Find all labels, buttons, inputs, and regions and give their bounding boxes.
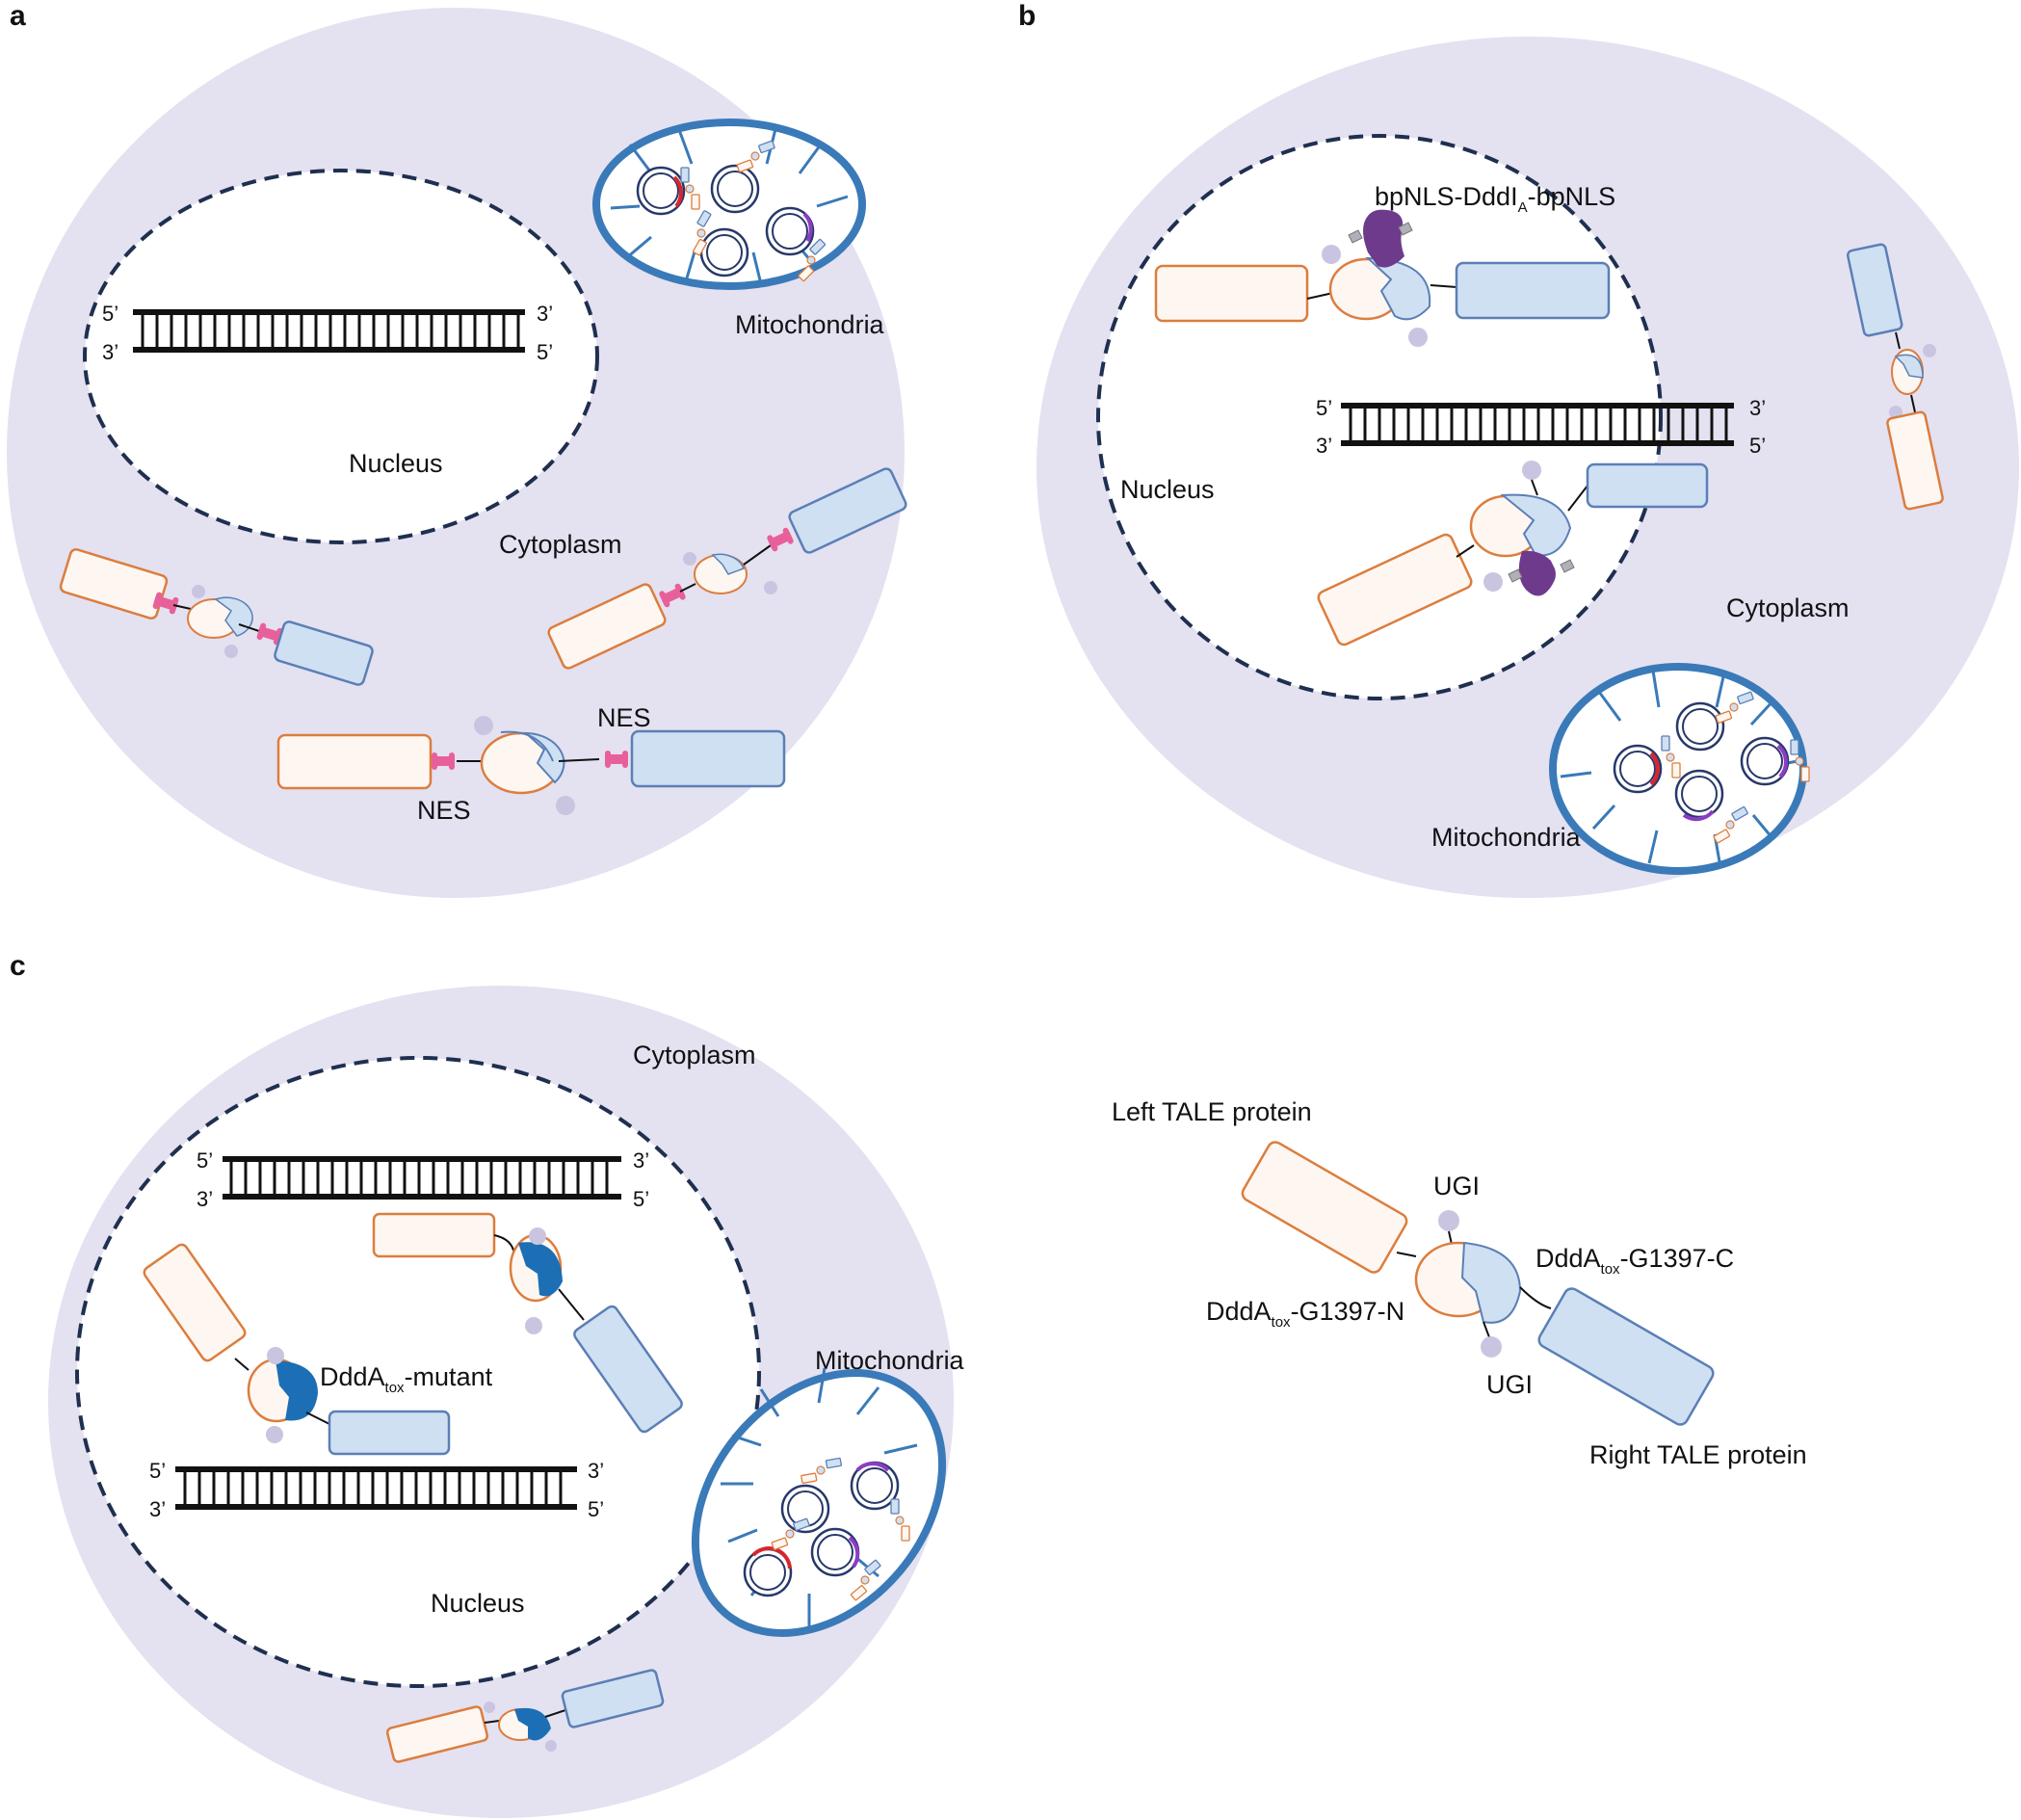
cytoplasm-label-a: Cytoplasm: [499, 530, 622, 559]
cytoplasm-label-c: Cytoplasm: [633, 1041, 756, 1069]
dna-duplex-b: [1341, 403, 1734, 446]
legend-ddda-n-prefix: DddA: [1206, 1297, 1272, 1326]
legend-left-tale-label: Left TALE protein: [1112, 1097, 1312, 1126]
legend-ddda-n-suffix: -G1397-N: [1291, 1297, 1405, 1326]
panel-a: a 5’ 3’ 3’ 5’ Nucleus Cytoplasm Mitochon…: [7, 0, 907, 898]
legend-right-tale-label: Right TALE protein: [1589, 1440, 1807, 1469]
dna-label-5-c2: 5’: [149, 1459, 166, 1483]
dna-duplex-c-bottom: [175, 1466, 577, 1510]
legend-ugi-bottom: [1481, 1336, 1502, 1358]
nes-label-right-a: NES: [597, 703, 651, 732]
legend-ddda-n-label: DddAtox-G1397-N: [1206, 1297, 1404, 1331]
dna-label-5r-c2: 5’: [588, 1497, 604, 1521]
mitochondria-label-b: Mitochondria: [1431, 823, 1582, 852]
dna-duplex-a: [133, 309, 525, 353]
bpnls-suffix: -bpNLS: [1528, 182, 1616, 211]
dna-label-5r-b: 5’: [1749, 434, 1766, 458]
dna-label-3-a: 3’: [102, 340, 118, 364]
dna-label-5-a: 5’: [102, 302, 118, 326]
legend-ddda-c-half: [1460, 1241, 1522, 1324]
bpnls-prefix: bpNLS-DddI: [1375, 182, 1518, 211]
legend-ddda-c-label: DddAtox-G1397-C: [1535, 1244, 1734, 1278]
legend-construct: [1241, 1141, 1715, 1426]
mitochondria-label-a: Mitochondria: [735, 310, 885, 339]
tale-ddda-construct-b1: [1154, 209, 1611, 347]
legend-right-tale-box: [1537, 1287, 1715, 1426]
dna-label-3-c2: 3’: [149, 1497, 166, 1521]
nucleus-c: [75, 1056, 761, 1688]
dna-label-3r-a: 3’: [537, 302, 553, 326]
panel-b: b Nucleus Cytoplasm Mitochondria bpNLS-D…: [1018, 0, 2019, 898]
mitochondrion-c: [691, 1367, 947, 1637]
legend-ugi-top-label: UGI: [1433, 1172, 1480, 1200]
mitochondrion-a: [592, 119, 866, 290]
nucleus-a: [83, 169, 599, 544]
bpnls-subscript: A: [1518, 199, 1528, 216]
legend-ddda-n-subscript: tox: [1272, 1314, 1292, 1331]
panel-label-b: b: [1018, 0, 1036, 32]
dna-label-3r-c1: 3’: [633, 1148, 649, 1173]
dna-label-5-c1: 5’: [197, 1148, 213, 1173]
dna-label-3-c1: 3’: [197, 1187, 213, 1211]
nes-label-left-a: NES: [417, 796, 471, 825]
ddda-mutant-suffix: -mutant: [405, 1362, 493, 1391]
tale-ddda-mutant-construct-c1: [372, 1212, 683, 1434]
tale-ddda-construct-a3: [276, 716, 786, 815]
mitochondrion-b: [1549, 663, 1810, 875]
dna-label-3r-c2: 3’: [588, 1459, 604, 1483]
dna-label-5-b: 5’: [1316, 396, 1332, 420]
legend-ddda-c-prefix: DddA: [1535, 1244, 1601, 1273]
bpnls-dddi-label: bpNLS-DddIA-bpNLS: [1375, 182, 1615, 216]
nucleus-label-c: Nucleus: [431, 1589, 525, 1618]
dna-label-5r-a: 5’: [537, 340, 553, 364]
cytoplasm-label-b: Cytoplasm: [1726, 593, 1850, 622]
panel-c: c Cytoplasm Nucleus Mitochondria 5’ 3’ 3…: [10, 950, 965, 1818]
tale-ddda-mutant-construct-c2: [143, 1243, 451, 1456]
dna-label-3r-b: 3’: [1749, 396, 1766, 420]
dna-duplex-c-top: [223, 1156, 621, 1200]
tale-ddda-construct-b2: [1317, 461, 1709, 646]
legend-left-tale-box: [1241, 1141, 1408, 1274]
panel-label-c: c: [10, 950, 26, 982]
legend-ddda-c-subscript: tox: [1601, 1261, 1621, 1278]
ddda-mutant-label: DddAtox-mutant: [320, 1362, 493, 1396]
legend: Left TALE protein Right TALE protein UGI…: [1112, 1097, 1807, 1469]
panel-label-a: a: [10, 0, 26, 32]
nucleus-label-a: Nucleus: [349, 449, 443, 478]
tale-ddda-mutant-construct-c3: [385, 1669, 665, 1763]
tale-ddda-construct-b3: [1846, 243, 1944, 511]
tale-ddda-construct-a2: [547, 467, 907, 670]
legend-ddda-c-suffix: -G1397-C: [1620, 1244, 1735, 1273]
legend-ugi-bottom-label: UGI: [1486, 1370, 1533, 1399]
tale-ddda-construct-a1: [59, 548, 374, 686]
dna-label-3-b: 3’: [1316, 434, 1332, 458]
legend-ugi-top: [1438, 1210, 1459, 1231]
ddda-mutant-subscript: tox: [385, 1380, 406, 1396]
nucleus-label-b: Nucleus: [1120, 475, 1215, 504]
dna-label-5r-c1: 5’: [633, 1187, 649, 1211]
ddda-mutant-prefix: DddA: [320, 1362, 385, 1391]
mitochondria-label-c: Mitochondria: [815, 1346, 965, 1375]
